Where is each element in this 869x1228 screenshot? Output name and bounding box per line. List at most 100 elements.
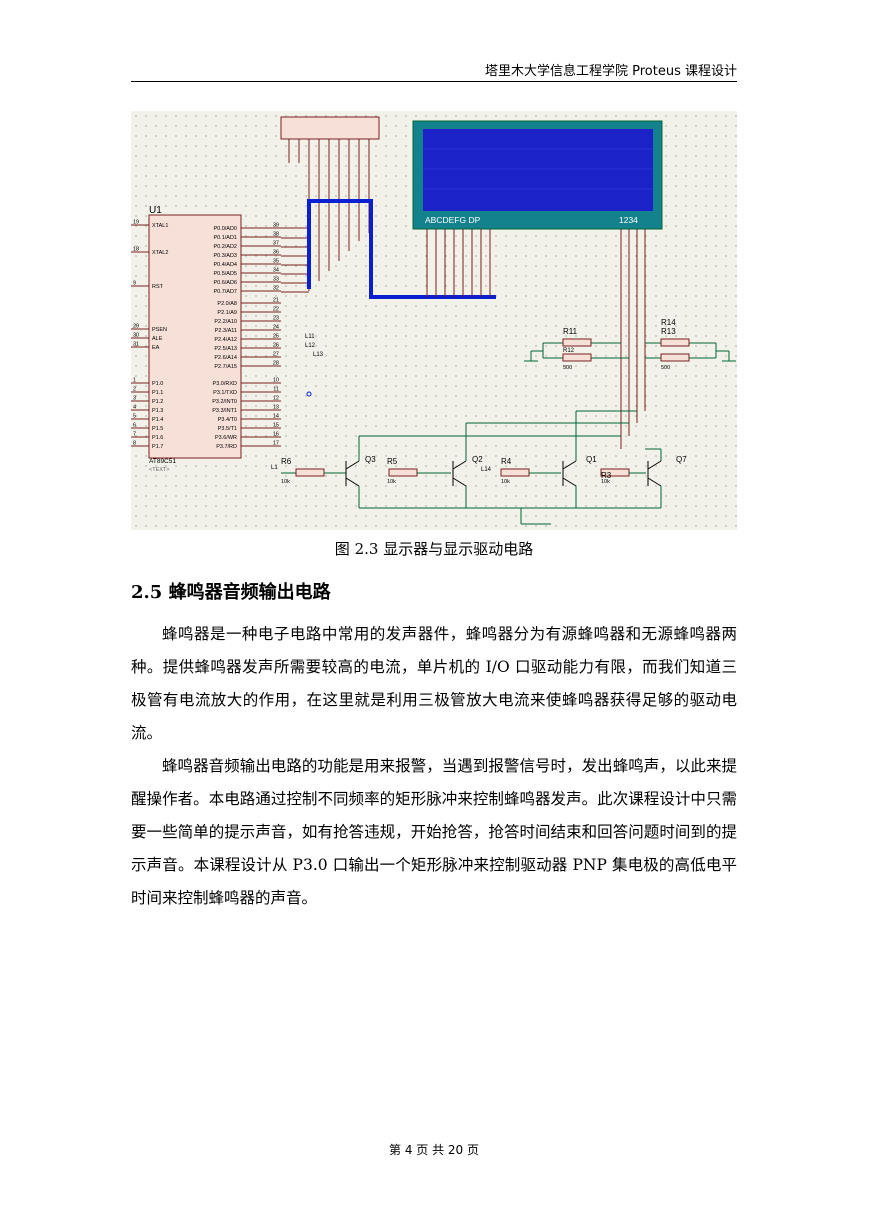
mcu-pin-name: P2.7/A15 [214, 364, 237, 370]
mcu-pin-num: 25 [273, 334, 279, 340]
mcu-pin-name: P2.5/A13 [214, 346, 237, 352]
lcd-screen [423, 129, 653, 211]
mcu-body [148, 214, 242, 459]
lcd-segment-labels: ABCDEFG DP [425, 215, 481, 225]
mcu-pin-name: P3.6/WR [215, 435, 237, 441]
mcu-pin-name: ALE [152, 336, 163, 342]
svg-text:10k: 10k [281, 479, 290, 485]
mcu-pin-name: P3.2/INT0 [212, 399, 237, 405]
mcu-pin-num: 29 [133, 324, 139, 330]
mcu-pin-num: 15 [273, 423, 279, 429]
svg-text:R13: R13 [661, 327, 676, 336]
mcu-pin-name: P0.7/AD7 [213, 289, 237, 295]
mcu-pin-num: 16 [273, 432, 279, 438]
mcu-name: U1 [149, 205, 162, 216]
mcu-pin-num: 24 [273, 325, 279, 331]
mcu-pin-name: P1.0 [152, 381, 163, 387]
transistor-q1: Q1 [586, 455, 597, 464]
mcu-pin-name: P2.3/A11 [215, 328, 237, 334]
mcu-pin-num: 5 [133, 414, 136, 420]
paragraph-2: 蜂鸣器音频输出电路的功能是用来报警，当遇到报警信号时，发出蜂鸣声，以此来提醒操作… [131, 757, 737, 907]
mcu-pin-num: 10 [273, 378, 279, 384]
mcu-pin-num: 26 [273, 343, 279, 349]
mcu-pin-num: 38 [273, 232, 279, 238]
mcu-pin-name: P1.2 [152, 399, 163, 405]
mcu-pin-num: 37 [273, 241, 279, 247]
svg-text:500: 500 [563, 365, 572, 371]
mcu-pin-name: PSEN [152, 327, 167, 333]
mcu-pin-num: 18 [133, 247, 139, 253]
mcu-pin-name: P3.3/INT1 [212, 408, 237, 414]
mcu-pin-num: 4 [133, 405, 136, 411]
mcu-pin-name: P2.1/A9 [217, 310, 237, 316]
mcu-pin-num: 23 [273, 316, 279, 322]
svg-text:R3: R3 [601, 471, 612, 480]
mcu-pin-num: 12 [273, 396, 279, 402]
mcu-pin-num: 2 [133, 387, 136, 393]
svg-text:L12: L12 [305, 343, 316, 349]
svg-text:R5: R5 [387, 457, 398, 466]
lcd-digit-labels: 1234 [619, 215, 638, 225]
mcu-pin-name: P0.6/AD6 [213, 280, 237, 286]
mcu-pin-name: P3.0/RXD [213, 381, 237, 387]
svg-text:R4: R4 [501, 457, 512, 466]
mcu-pin-num: 17 [273, 441, 279, 447]
mcu-pin-num: 11 [273, 387, 279, 393]
mcu-pin-name: P1.7 [152, 444, 163, 450]
mcu-pin-name: P1.1 [152, 390, 163, 396]
transistor-q2: Q2 [472, 455, 483, 464]
mcu-pin-name: P0.5/AD5 [213, 271, 237, 277]
mcu-text-placeholder: <TEXT> [149, 467, 169, 473]
header-rule [131, 81, 737, 82]
paragraph-1: 蜂鸣器是一种电子电路中常用的发声器件，蜂鸣器分为有源蜂鸣器和无源蜂鸣器两种。提供… [131, 625, 737, 742]
svg-text:L14: L14 [481, 467, 492, 473]
figure-caption: 图 2.3 显示器与显示驱动电路 [334, 540, 534, 558]
svg-text:R11: R11 [563, 327, 578, 336]
mcu-pin-name: P0.2/AD2 [213, 244, 237, 250]
mcu-pin-num: 7 [133, 432, 136, 438]
mcu-pin-num: 30 [133, 333, 139, 339]
svg-text:10k: 10k [501, 479, 510, 485]
mcu-part: AT89C51 [149, 458, 176, 465]
mcu-pin-num: 8 [133, 441, 136, 447]
transistor-q3: Q3 [365, 455, 376, 464]
svg-text:R6: R6 [281, 457, 292, 466]
mcu-pin-name: P1.4 [152, 417, 163, 423]
mcu-pin-name: P2.6/A14 [214, 355, 237, 361]
mcu-pin-num: 14 [273, 414, 279, 420]
section-title: 2.5 蜂鸣器音频输出电路 [131, 582, 331, 603]
transistor-q7: Q7 [676, 455, 687, 464]
mcu-pin-name: RST [152, 284, 164, 290]
mcu-pin-name: P3.7/RD [216, 444, 237, 450]
schematic-figure: U1 19XTAL118XTAL29RST29PSEN30ALE31EA1P1.… [131, 111, 737, 530]
mcu-pin-num: 27 [273, 352, 279, 358]
mcu-pin-num: 22 [273, 307, 279, 313]
data-bus [307, 199, 496, 299]
mcu-pin-num: 13 [273, 405, 279, 411]
svg-text:10k: 10k [387, 479, 396, 485]
mcu-pin-name: P0.1/AD1 [213, 235, 237, 241]
svg-text:L1: L1 [271, 465, 278, 471]
mcu-pin-num: 21 [273, 298, 279, 304]
mcu-pin-num: 33 [273, 277, 279, 283]
page-header: 塔里木大学信息工程学院 Proteus 课程设计 [485, 64, 737, 79]
mcu-pin-name: XTAL2 [152, 250, 168, 256]
mcu-pin-num: 31 [133, 342, 139, 348]
mcu-pin-name: P2.0/A8 [217, 301, 237, 307]
mcu-pin-num: 6 [133, 423, 136, 429]
mcu-pin-name: P0.3/AD3 [213, 253, 237, 259]
mcu-pin-num: 34 [273, 268, 279, 274]
mcu-pin-num: 39 [273, 223, 279, 229]
mcu-pin-name: P0.0/AD0 [213, 226, 237, 232]
page-number: 第 4 页 共 20 页 [389, 1143, 479, 1157]
probe-marker [306, 391, 312, 397]
mcu-pin-name: P3.5/T1 [218, 426, 237, 432]
mcu-pin-num: 1 [133, 378, 136, 384]
resistor-pack [280, 116, 380, 140]
mcu-pin-name: P1.6 [152, 435, 163, 441]
mcu-pin-num: 36 [273, 250, 279, 256]
mcu-pin-name: P2.2/A10 [214, 319, 237, 325]
mcu-pin-name: P3.1/TXD [213, 390, 237, 396]
mcu-pin-name: P3.4/T0 [218, 417, 237, 423]
mcu-pin-name: P2.4/A12 [214, 337, 237, 343]
